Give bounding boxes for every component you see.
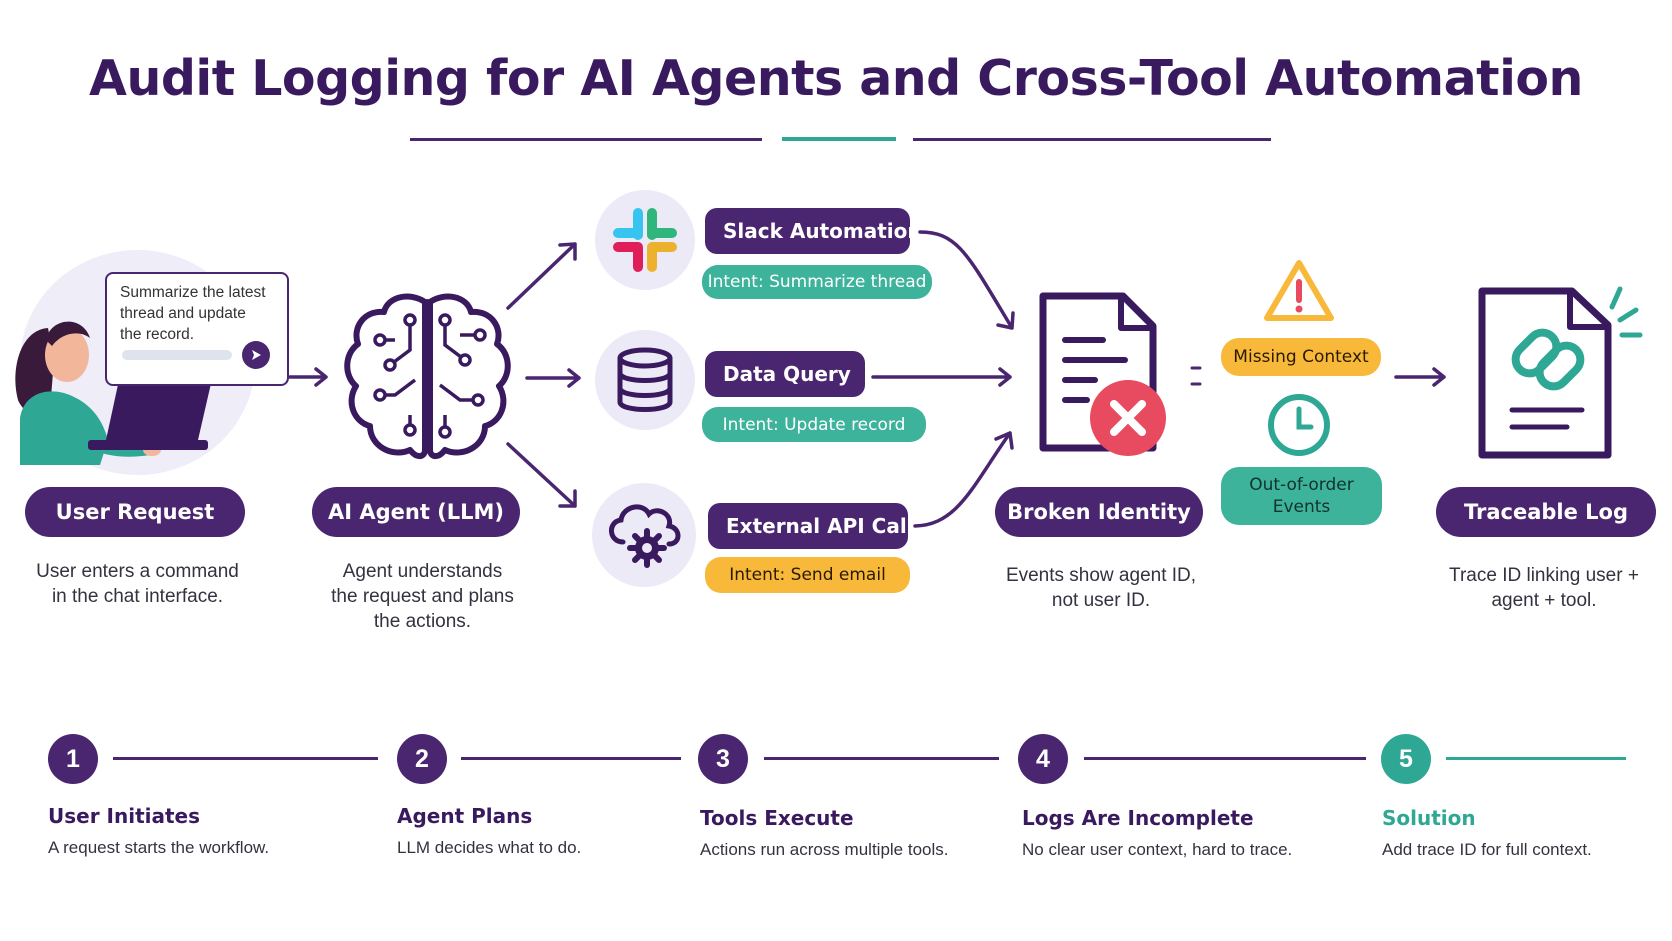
arrows-agent-to-tools xyxy=(506,242,581,508)
user-request-label: User Request xyxy=(25,487,245,537)
connector-dashes xyxy=(1190,366,1202,386)
step-5-desc: Add trace ID for full context. xyxy=(1382,840,1592,859)
user-request-desc: User enters a command in the chat interf… xyxy=(10,559,265,609)
step-5-badge: 5 xyxy=(1381,734,1431,784)
external-api-call-label: External API Call xyxy=(708,503,914,549)
brain-icon xyxy=(344,293,511,459)
step-4-line xyxy=(1084,757,1366,760)
title-underline-left xyxy=(410,138,762,141)
chat-message: Summarize the latest thread and update t… xyxy=(120,282,266,345)
out-of-order-events-tag: Out-of-order Events xyxy=(1221,467,1382,525)
error-x-icon xyxy=(1090,380,1166,456)
broken-identity-label: Broken Identity xyxy=(995,487,1203,537)
send-icon xyxy=(252,350,261,360)
step-1-line xyxy=(113,757,378,760)
database-icon xyxy=(617,347,673,412)
warning-icon xyxy=(1264,260,1334,321)
broken-identity-desc: Events show agent ID, not user ID. xyxy=(975,563,1227,613)
external-api-intent-tag: Intent: Send email xyxy=(705,557,910,593)
traceable-log-label: Traceable Log xyxy=(1436,487,1656,537)
ai-agent-label: AI Agent (LLM) xyxy=(312,487,520,537)
cloud-gear-icon xyxy=(609,504,681,568)
step-3-badge: 3 xyxy=(698,734,748,784)
agent-desc-line-1: Agent understands xyxy=(342,561,503,582)
step-4-badge: 4 xyxy=(1018,734,1068,784)
step-1-desc: A request starts the workflow. xyxy=(48,838,270,857)
arrow-user-to-agent xyxy=(288,367,328,387)
agent-desc-line-2: the request and plans xyxy=(331,586,514,607)
user-desc-line-1: User enters a command xyxy=(36,561,239,582)
slack-automation-label: Slack Automation xyxy=(705,208,922,254)
step-3-desc: Actions run across multiple tools. xyxy=(700,840,949,859)
slack-icon-bg xyxy=(595,190,695,290)
step-4-title: Logs Are Incomplete xyxy=(1022,806,1254,830)
agent-desc-line-3: the actions. xyxy=(373,611,472,632)
chat-line-3: the record. xyxy=(120,326,195,343)
missing-context-tag: Missing Context xyxy=(1221,338,1381,376)
chat-line-2: thread and update xyxy=(120,305,246,322)
step-3-line xyxy=(764,757,999,760)
data-query-label: Data Query xyxy=(705,351,865,397)
out-of-order-line-1: Out-of-order xyxy=(1249,475,1354,495)
traceable-log-document-icon xyxy=(1478,286,1643,459)
slack-intent-tag: Intent: Summarize thread xyxy=(702,265,932,299)
traceable-log-desc: Trace ID linking user + agent + tool. xyxy=(1410,563,1672,613)
send-button[interactable] xyxy=(242,341,270,369)
traceable-desc-line-2: agent + tool. xyxy=(1491,590,1597,611)
step-5-title: Solution xyxy=(1382,806,1476,830)
slack-icon xyxy=(613,208,677,272)
user-desc-line-2: in the chat interface. xyxy=(51,586,224,607)
traceable-desc-line-1: Trace ID linking user + xyxy=(1449,565,1639,586)
arrow-to-traceable-log xyxy=(1394,367,1446,387)
ai-agent-desc: Agent understands the request and plans … xyxy=(300,559,545,634)
step-2-desc: LLM decides what to do. xyxy=(397,838,582,857)
chat-input-bar[interactable] xyxy=(122,350,232,360)
step-1-badge: 1 xyxy=(48,734,98,784)
step-3-title: Tools Execute xyxy=(700,806,854,830)
page-title: Audit Logging for AI Agents and Cross-To… xyxy=(89,50,1583,107)
chat-line-1: Summarize the latest xyxy=(120,284,266,301)
arrows-tools-to-log xyxy=(871,230,1015,528)
broken-desc-line-1: Events show agent ID, xyxy=(1005,565,1197,586)
step-2-line xyxy=(461,757,681,760)
broken-desc-line-2: not user ID. xyxy=(1051,590,1151,611)
title-underline-right xyxy=(913,138,1271,141)
data-query-intent-tag: Intent: Update record xyxy=(702,407,926,442)
title-underline-center xyxy=(782,137,896,141)
step-1-title: User Initiates xyxy=(48,804,201,828)
clock-icon xyxy=(1268,394,1330,456)
step-2-badge: 2 xyxy=(397,734,447,784)
step-2-title: Agent Plans xyxy=(397,804,533,828)
out-of-order-line-2: Events xyxy=(1272,497,1331,517)
step-5-line xyxy=(1446,757,1626,760)
step-4-desc: No clear user context, hard to trace. xyxy=(1022,840,1293,859)
